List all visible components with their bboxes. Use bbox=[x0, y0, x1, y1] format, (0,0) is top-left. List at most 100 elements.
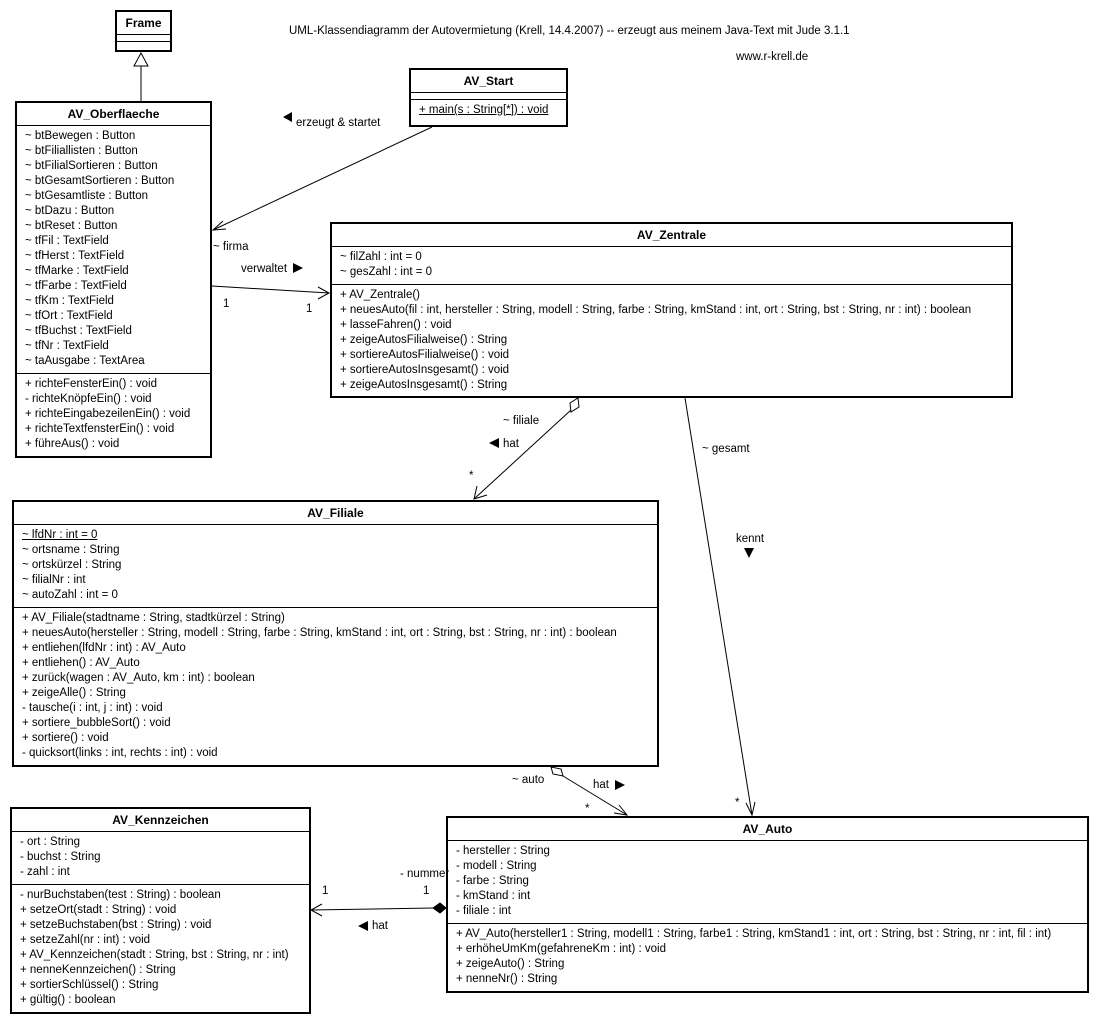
operations-section: + AV_Filiale(stadtname : String, stadtkü… bbox=[14, 608, 657, 765]
direction-triangle-right bbox=[615, 780, 625, 790]
operation: + richteTextfensterEin() : void bbox=[25, 423, 175, 435]
operation: + AV_Filiale(stadtname : String, stadtkü… bbox=[22, 612, 285, 624]
association-zentrale-auto bbox=[684, 397, 753, 816]
operation: + setzeOrt(stadt : String) : void bbox=[20, 904, 177, 916]
operation: + entliehen() : AV_Auto bbox=[22, 657, 140, 669]
open-arrowhead bbox=[317, 286, 331, 300]
attribute: ~ taAusgabe : TextArea bbox=[25, 355, 145, 367]
attribute: ~ tfMarke : TextField bbox=[25, 265, 129, 277]
operations-section: + AV_Zentrale() + neuesAuto(fil : int, h… bbox=[332, 285, 1011, 397]
label-kennt: kennt bbox=[736, 533, 765, 545]
multiplicity: 1 bbox=[306, 303, 313, 315]
multiplicity: 1 bbox=[322, 885, 329, 897]
generalization-arrowhead bbox=[133, 51, 149, 67]
attribute: ~ tfKm : TextField bbox=[25, 295, 114, 307]
operation: + neuesAuto(fil : int, hersteller : Stri… bbox=[340, 304, 972, 316]
role-nummer: - nummer bbox=[400, 868, 450, 880]
attribute: ~ tfOrt : TextField bbox=[25, 310, 113, 322]
operations-section: + AV_Auto(hersteller1 : String, modell1 … bbox=[448, 924, 1087, 991]
class-av-start[interactable]: AV_Start + main(s : String[*]) : void bbox=[409, 68, 568, 127]
aggregation-zentrale-filiale bbox=[473, 409, 572, 500]
operation: + gültig() : boolean bbox=[20, 994, 116, 1006]
open-arrowhead bbox=[211, 220, 227, 231]
class-name: AV_Kennzeichen bbox=[12, 809, 309, 832]
operation: + zeigeAlle() : String bbox=[22, 687, 126, 699]
attribute: ~ btReset : Button bbox=[25, 220, 118, 232]
operation: + richteFensterEin() : void bbox=[25, 378, 157, 390]
class-av-kennzeichen[interactable]: AV_Kennzeichen - ort : String - buchst :… bbox=[10, 807, 311, 1014]
aggregation-diamond bbox=[569, 397, 580, 413]
attribute: ~ btGesamtSortieren : Button bbox=[25, 175, 175, 187]
attribute: ~ tfFarbe : TextField bbox=[25, 280, 127, 292]
class-name: AV_Zentrale bbox=[332, 224, 1011, 247]
class-frame[interactable]: Frame bbox=[115, 10, 172, 52]
attributes-section bbox=[117, 35, 170, 42]
attribute: - farbe : String bbox=[456, 875, 529, 887]
attribute: - filiale : int bbox=[456, 905, 511, 917]
open-arrowhead bbox=[745, 801, 756, 817]
direction-triangle-left bbox=[358, 921, 368, 931]
aggregation-filiale-auto bbox=[562, 775, 628, 816]
operation: + sortiere() : void bbox=[22, 732, 109, 744]
operation: + nenneNr() : String bbox=[456, 973, 558, 985]
class-name: AV_Oberflaeche bbox=[17, 103, 210, 126]
operation: - tausche(i : int, j : int) : void bbox=[22, 702, 163, 714]
attribute: ~ ortsname : String bbox=[22, 544, 120, 556]
class-av-auto[interactable]: AV_Auto - hersteller : String - modell :… bbox=[446, 816, 1089, 993]
attribute: ~ btBewegen : Button bbox=[25, 130, 136, 142]
operation: + sortiere_bubbleSort() : void bbox=[22, 717, 171, 729]
operation: + AV_Kennzeichen(stadt : String, bst : S… bbox=[20, 949, 289, 961]
composition-diamond bbox=[432, 902, 447, 914]
class-name: AV_Filiale bbox=[14, 502, 657, 525]
label-erzeugt-startet: erzeugt & startet bbox=[296, 117, 381, 129]
multiplicity: * bbox=[735, 797, 740, 809]
operation: + zurück(wagen : AV_Auto, km : int) : bo… bbox=[22, 672, 255, 684]
attributes-section: ~ btBewegen : Button ~ btFiliallisten : … bbox=[17, 126, 210, 374]
class-name: AV_Auto bbox=[448, 818, 1087, 841]
attribute: ~ ortskürzel : String bbox=[22, 559, 122, 571]
attributes-section: ~ lfdNr : int = 0 ~ ortsname : String ~ … bbox=[14, 525, 657, 608]
operation: + AV_Zentrale() bbox=[340, 289, 421, 301]
attributes-section: - hersteller : String - modell : String … bbox=[448, 841, 1087, 924]
attribute: ~ tfNr : TextField bbox=[25, 340, 109, 352]
operation: + zeigeAutosFilialweise() : String bbox=[340, 334, 508, 346]
label-hat: hat bbox=[372, 920, 388, 932]
direction-triangle-right bbox=[293, 263, 303, 273]
direction-triangle-left bbox=[283, 112, 292, 122]
attribute: ~ tfFil : TextField bbox=[25, 235, 109, 247]
direction-triangle-down bbox=[744, 548, 754, 558]
diagram-title: UML-Klassendiagramm der Autovermietung (… bbox=[289, 25, 850, 37]
open-arrowhead bbox=[309, 903, 323, 917]
label-hat: hat bbox=[503, 438, 519, 450]
role-auto: ~ auto bbox=[512, 774, 545, 786]
attribute: ~ gesZahl : int = 0 bbox=[340, 266, 433, 278]
attribute: ~ btDazu : Button bbox=[25, 205, 115, 217]
aggregation-diamond bbox=[550, 766, 564, 777]
operation: - richteKnöpfeEin() : void bbox=[25, 393, 152, 405]
class-av-filiale[interactable]: AV_Filiale ~ lfdNr : int = 0 ~ ortsname … bbox=[12, 500, 659, 767]
attributes-section bbox=[411, 93, 566, 100]
class-av-zentrale[interactable]: AV_Zentrale ~ filZahl : int = 0 ~ gesZah… bbox=[330, 222, 1013, 398]
multiplicity: * bbox=[585, 803, 590, 815]
operation: + richteEingabezeilenEin() : void bbox=[25, 408, 191, 420]
open-arrowhead bbox=[473, 485, 488, 500]
multiplicity: 1 bbox=[423, 885, 430, 897]
attribute: ~ filialNr : int bbox=[22, 574, 86, 586]
operation: + zeigeAutosInsgesamt() : String bbox=[340, 379, 508, 391]
attribute: ~ lfdNr : int = 0 bbox=[22, 529, 98, 541]
attributes-section: - ort : String - buchst : String - zahl … bbox=[12, 832, 309, 885]
class-av-oberflaeche[interactable]: AV_Oberflaeche ~ btBewegen : Button ~ bt… bbox=[15, 101, 212, 458]
attribute: ~ tfHerst : TextField bbox=[25, 250, 125, 262]
operations-section: + main(s : String[*]) : void bbox=[411, 100, 566, 122]
operation: + führeAus() : void bbox=[25, 438, 120, 450]
attribute: - hersteller : String bbox=[456, 845, 550, 857]
attribute: ~ tfBuchst : TextField bbox=[25, 325, 132, 337]
attribute: ~ btFiliallisten : Button bbox=[25, 145, 138, 157]
class-name: AV_Start bbox=[411, 70, 566, 93]
operation: + sortiereAutosInsgesamt() : void bbox=[340, 364, 510, 376]
attribute: - kmStand : int bbox=[456, 890, 531, 902]
operation: + AV_Auto(hersteller1 : String, modell1 … bbox=[456, 928, 1052, 940]
operation: + zeigeAuto() : String bbox=[456, 958, 565, 970]
open-arrowhead bbox=[613, 804, 629, 816]
